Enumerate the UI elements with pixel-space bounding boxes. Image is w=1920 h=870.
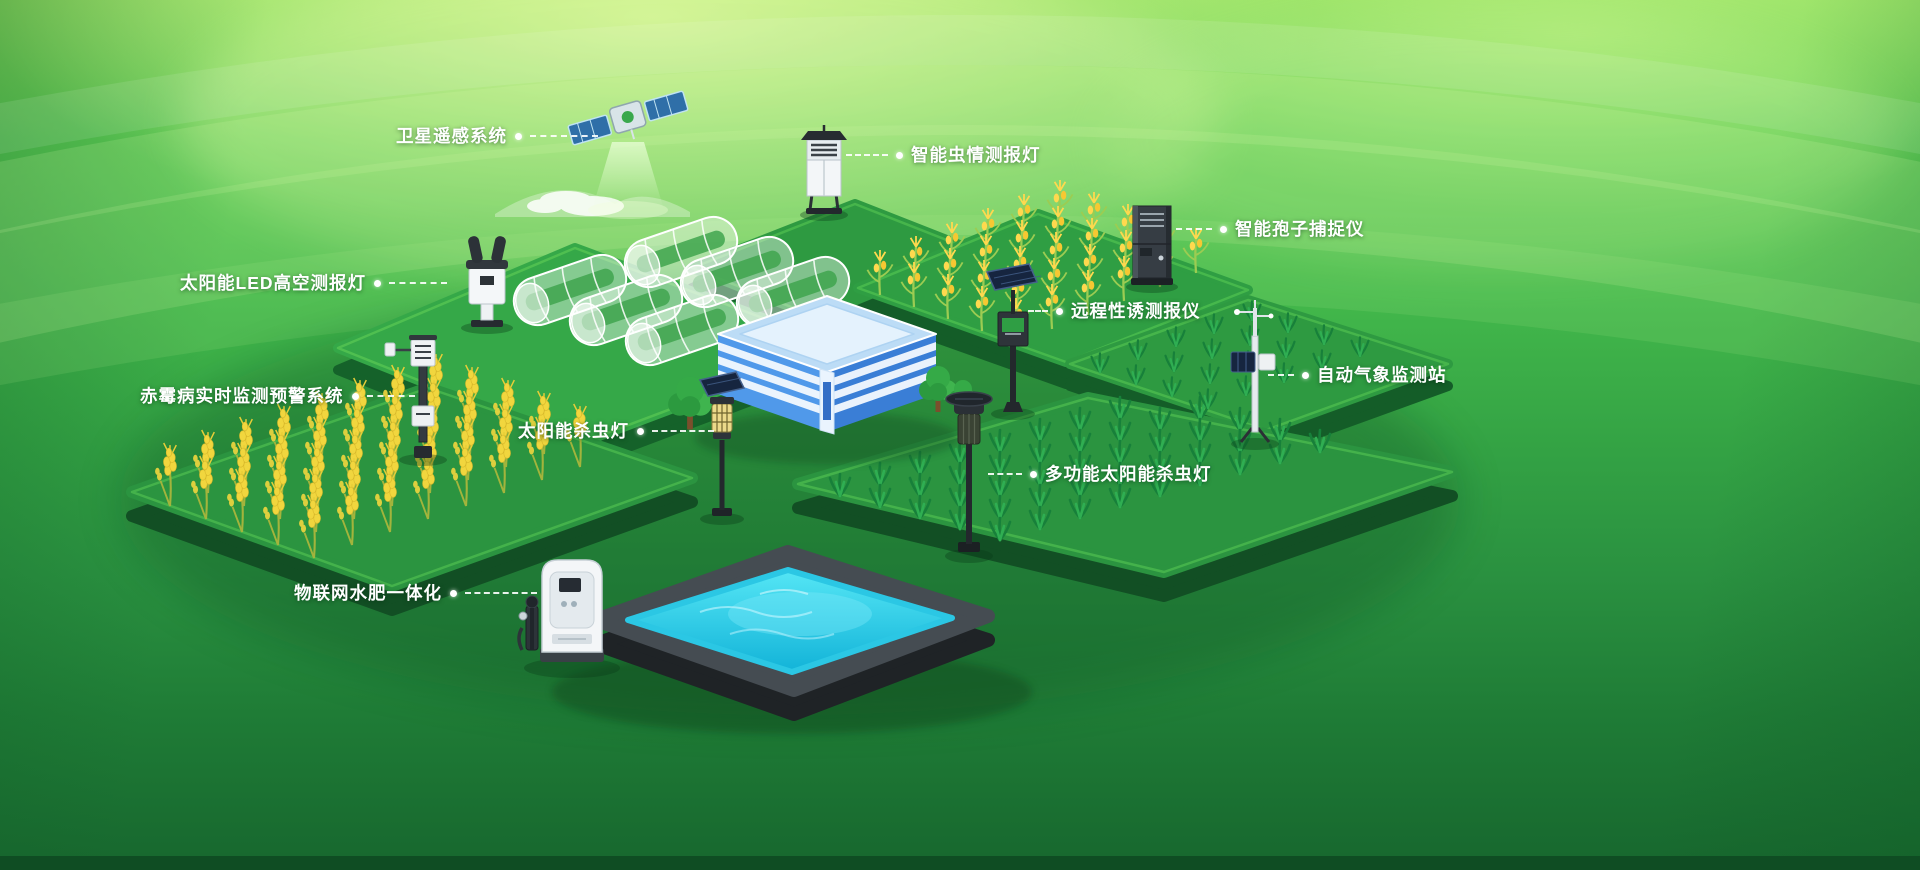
satellite-beam xyxy=(592,142,664,210)
fertigation-machine-icon[interactable] xyxy=(517,559,620,678)
label-dot xyxy=(1220,225,1227,233)
control-center-building[interactable] xyxy=(695,295,959,464)
label-spore-catcher[interactable]: 智能孢子捕捉仪 xyxy=(1176,217,1365,241)
beam-glow xyxy=(588,201,668,219)
label-dot xyxy=(637,427,644,435)
label-dot xyxy=(351,392,359,400)
scab-monitor-icon[interactable] xyxy=(384,335,447,466)
cloud-icon xyxy=(527,191,624,216)
label-fertigation[interactable]: 物联网水肥一体化 xyxy=(294,581,537,605)
label-dot xyxy=(374,279,381,287)
satellite-icon[interactable] xyxy=(566,88,691,156)
label-satellite-remote-sensing[interactable]: 卫星遥感系统 xyxy=(396,124,598,148)
label-text: 卫星遥感系统 xyxy=(396,126,507,146)
label-text: 太阳能杀虫灯 xyxy=(518,421,629,441)
spore-catcher-icon[interactable] xyxy=(1126,205,1178,293)
label-dot xyxy=(1056,307,1063,315)
field-plot-wheat xyxy=(126,382,698,616)
label-text: 智能虫情测报灯 xyxy=(911,145,1041,165)
label-solar-insect-killer[interactable]: 太阳能杀虫灯 xyxy=(518,419,714,443)
label-text: 太阳能LED高空测报灯 xyxy=(180,273,366,293)
weather-station-icon[interactable] xyxy=(1230,300,1279,450)
bottom-edge-band xyxy=(0,856,1920,870)
label-text: 物联网水肥一体化 xyxy=(294,583,442,603)
label-dot xyxy=(450,589,457,597)
label-scab-monitor[interactable]: 赤霉病实时监测预警系统 xyxy=(140,384,415,408)
label-dashed-line xyxy=(366,395,415,397)
label-dashed-line xyxy=(1176,228,1212,230)
pheromone-monitor-icon[interactable] xyxy=(985,263,1042,420)
label-dashed-line xyxy=(988,473,1022,475)
label-dashed-line xyxy=(652,430,714,432)
multi-solar-insect-killer-icon[interactable] xyxy=(945,391,993,563)
solar-insect-killer-icon[interactable] xyxy=(698,371,746,525)
label-dot xyxy=(1030,470,1037,478)
label-multi-solar-insect-killer[interactable]: 多功能太阳能杀虫灯 xyxy=(988,462,1212,486)
backdrop-arcs xyxy=(0,0,1920,386)
label-solar-led-lamp[interactable]: 太阳能LED高空测报灯 xyxy=(180,271,447,295)
insect-monitor-lamp-icon[interactable] xyxy=(800,125,848,221)
label-dashed-line xyxy=(1268,374,1294,376)
label-dashed-line xyxy=(530,135,598,137)
label-text: 远程性诱测报仪 xyxy=(1071,301,1201,321)
label-dashed-line xyxy=(465,592,537,594)
label-weather-station[interactable]: 自动气象监测站 xyxy=(1268,363,1447,387)
label-text: 自动气象监测站 xyxy=(1317,365,1447,385)
label-dot xyxy=(515,132,522,140)
solar-led-lamp-icon[interactable] xyxy=(461,235,513,334)
label-pheromone-monitor[interactable]: 远程性诱测报仪 xyxy=(1028,299,1201,323)
label-dashed-line xyxy=(1028,310,1048,312)
water-pool xyxy=(552,545,1032,734)
label-dot xyxy=(896,151,903,159)
label-dashed-line xyxy=(846,154,888,156)
label-insect-monitor-lamp[interactable]: 智能虫情测报灯 xyxy=(846,143,1041,167)
label-text: 智能孢子捕捉仪 xyxy=(1235,219,1365,239)
label-dashed-line xyxy=(389,282,447,284)
label-text: 多功能太阳能杀虫灯 xyxy=(1045,464,1212,484)
label-dot xyxy=(1302,371,1309,379)
label-text: 赤霉病实时监测预警系统 xyxy=(140,386,344,406)
